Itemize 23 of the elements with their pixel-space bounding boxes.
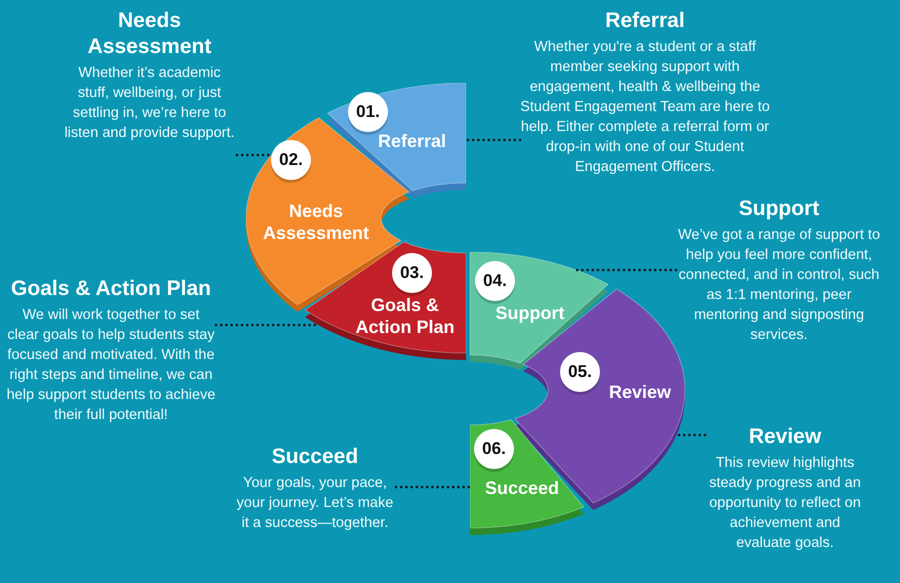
step-description: We will work together to set clear goals to help students stay focused and motivated. With the right steps and timeline, we can help support students to achieve their full potential! bbox=[6, 306, 216, 425]
step-heading: Review bbox=[748, 424, 822, 450]
leader-line bbox=[236, 154, 272, 156]
step-label: Review bbox=[608, 381, 672, 403]
step-label: Support bbox=[496, 302, 564, 324]
leader-line bbox=[464, 138, 522, 142]
step-label: Goals & Action Plan bbox=[354, 294, 456, 338]
step-description: We’ve got a range of support to help you feel more confident, connected, and in control, such as 1:1 mentoring, peer mentoring and signposting services. bbox=[676, 226, 882, 345]
step-description: Whether you're a student or a staff member seeking support with engagement, health & wellbeing the Student Engagement Team are here to help. Either complete a referral form or drop-in with one of our Student Engagement Officers. bbox=[520, 38, 770, 177]
step-label: Succeed bbox=[484, 477, 560, 499]
step-description: Your goals, your pace, your journey. Let’s make it a success—together. bbox=[236, 474, 394, 533]
step-heading: Referral bbox=[605, 8, 685, 34]
step-heading: Succeed bbox=[272, 444, 358, 470]
step-label: Referral bbox=[378, 130, 446, 152]
leader-line bbox=[394, 486, 472, 488]
leader-line bbox=[574, 268, 678, 272]
step-heading: Goals & Action Plan bbox=[11, 276, 211, 302]
step-label: Needs Assessment bbox=[262, 200, 370, 244]
step-heading: Support bbox=[738, 196, 820, 222]
step-description: Whether it’s academic stuff, wellbeing, or just settling in, we’re here to listen and provide support. bbox=[63, 64, 236, 143]
leader-line bbox=[676, 434, 706, 436]
step-heading: Needs Assessment bbox=[86, 8, 212, 60]
step-description: This review highlights steady progress and an opportunity to reflect on achievement and evaluate goals. bbox=[708, 454, 862, 553]
